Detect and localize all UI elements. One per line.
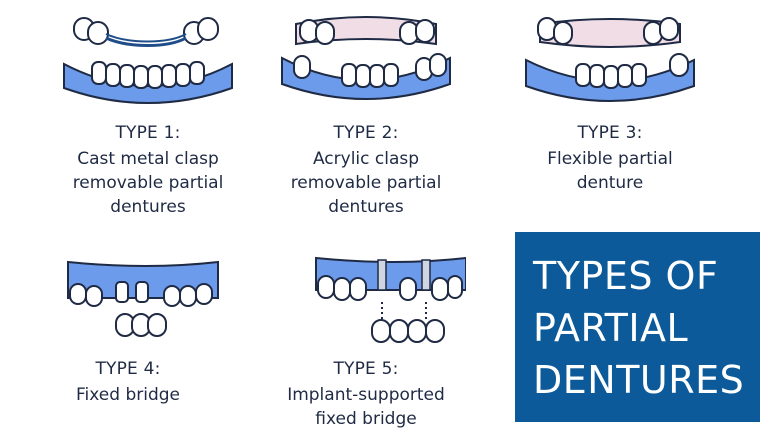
type-label: TYPE 2: (333, 123, 399, 143)
type-3-card: TYPE 3: Flexible partial denture (490, 8, 730, 195)
title-line-3: DENTURES (533, 358, 745, 402)
type-label: TYPE 4: (95, 359, 161, 379)
type-4-card: TYPE 4: Fixed bridge (8, 254, 248, 407)
type-2-card: TYPE 2: Acrylic clasp removable partial … (246, 8, 486, 219)
type-label: TYPE 5: (333, 359, 399, 379)
type-label: TYPE 1: (115, 123, 181, 143)
title-line-1: TYPES OF (533, 254, 719, 298)
flexible-partial-denture-illustration (525, 17, 695, 102)
type-label: TYPE 3: (577, 123, 643, 143)
title-panel: TYPES OF PARTIAL DENTURES (515, 232, 760, 422)
cast-metal-clasp-denture-illustration (63, 17, 233, 104)
type-description: Cast metal clasp removable partial dentu… (72, 149, 224, 217)
type-5-card: TYPE 5: Implant-supported fixed bridge (246, 254, 486, 431)
type-description: Fixed bridge (75, 385, 180, 405)
acrylic-clasp-denture-illustration (281, 16, 451, 100)
fixed-bridge-illustration (67, 260, 219, 337)
type-description: Implant-supported fixed bridge (287, 385, 445, 429)
implant-supported-bridge-illustration (315, 256, 466, 343)
type-description: Flexible partial denture (547, 149, 673, 193)
type-1-card: TYPE 1: Cast metal clasp removable parti… (28, 8, 268, 219)
title-line-2: PARTIAL (533, 306, 689, 350)
type-description: Acrylic clasp removable partial dentures (290, 149, 442, 217)
